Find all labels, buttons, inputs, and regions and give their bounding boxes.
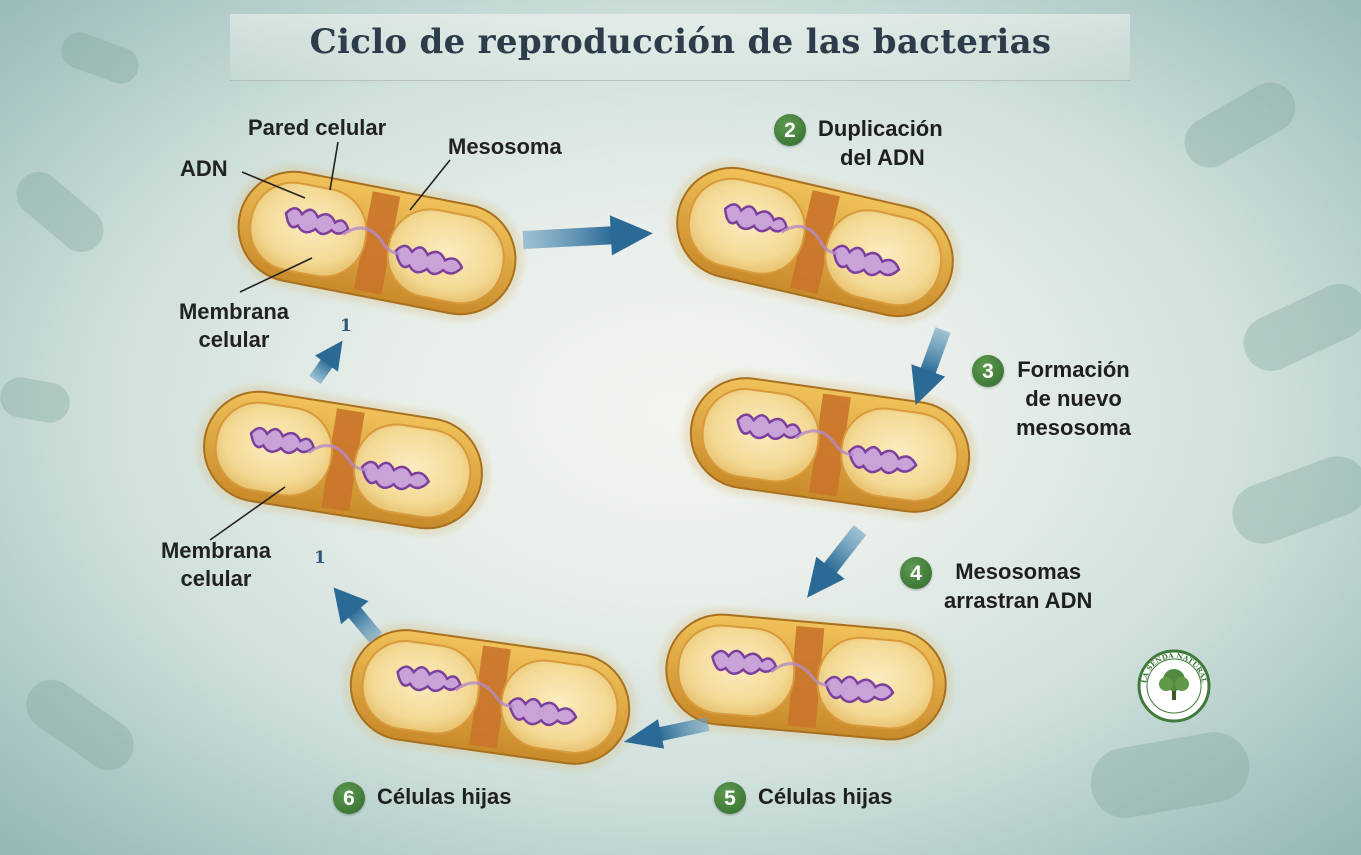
step-line: de nuevo [1025,386,1122,411]
arrow-1-to-2 [522,215,653,256]
logo-text: LA SENDA NATURAL [1139,651,1209,684]
label-line: celular [180,566,252,591]
cycle-arrows [309,215,951,749]
leader-adn [241,171,306,199]
label-membrana-celular-bottom: Membrana celular [142,537,290,593]
step-5: 5 Células hijas [714,782,893,814]
step-text: Mesosomas arrastran ADN [944,557,1092,615]
logo-mark [1137,649,1211,723]
cell-3 [675,363,985,527]
leader-membrana-bottom [209,486,286,541]
arrow-2-to-3 [911,327,951,406]
background-bacteria [0,32,1361,818]
logo: LA SENDA NATURAL [1139,651,1209,684]
cell-2 [657,148,973,335]
cell-5 [335,615,645,779]
cell-6 [187,376,499,545]
step-2: 2 Duplicación del ADN [774,114,943,172]
label-mesosoma: Mesosoma [448,134,562,159]
step-text: Duplicación del ADN [818,114,943,172]
arrow-4-to-5 [623,717,710,749]
step-3: 3 Formación de nuevo mesosoma [972,355,1131,442]
step-line: mesosoma [1016,415,1131,440]
step-line: Células hijas [377,784,512,809]
step-line: del ADN [840,145,925,170]
page-title: Ciclo de reproducción de las bacterias [309,22,1052,62]
step-6: 6 Células hijas [333,782,512,814]
step-4: 4 Mesosomas arrastran ADN [900,557,1092,615]
step-number-badge: 4 [900,557,932,589]
leader-pared-celular [329,141,339,191]
tree-icon [1159,669,1189,700]
step-line: Duplicación [818,116,943,141]
leader-mesosoma [409,159,451,211]
step-text: Formación de nuevo mesosoma [1016,355,1131,442]
step-text: Células hijas [758,782,893,811]
step-number-badge: 2 [774,114,806,146]
step-line: Formación [1017,357,1130,382]
label-pared-celular: Pared celular [248,115,387,140]
arrow-number: 1 [340,316,352,336]
step-line: Células hijas [758,784,893,809]
arrow-3-to-4 [807,525,867,598]
arrow-number: 1 [314,548,326,568]
step-line: arrastran ADN [944,588,1093,613]
label-membrana-celular-top: Membrana celular [160,298,308,354]
arrow-5-to-6 [333,587,383,644]
title-band [230,14,1130,81]
label-line: Membrana [178,299,290,324]
label-line: Membrana [160,538,272,563]
step-number-badge: 5 [714,782,746,814]
step-text: Células hijas [377,782,512,811]
label-adn: ADN [180,156,228,181]
leader-lines [209,141,451,541]
step-line: Mesosomas [955,559,1082,584]
leader-membrana-top [239,257,313,293]
arrow-6-to-1 [309,340,343,385]
label-line: celular [198,327,270,352]
step-number-badge: 6 [333,782,365,814]
step-number-badge: 3 [972,355,1004,387]
